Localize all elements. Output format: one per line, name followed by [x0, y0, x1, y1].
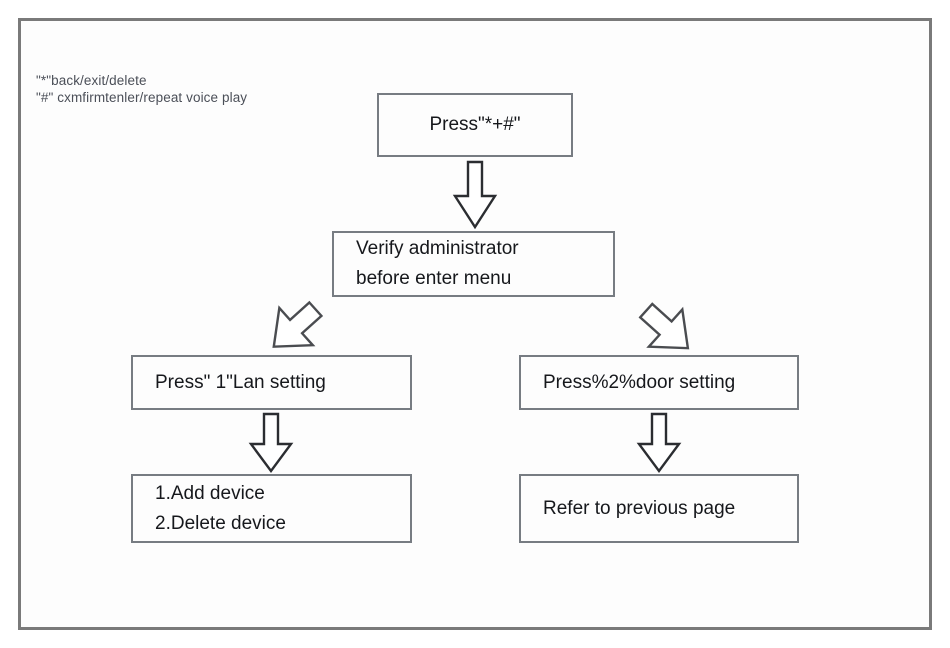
node-verify-administrator-line2: before enter menu [356, 268, 512, 289]
legend-line-star: "*"back/exit/delete [36, 73, 147, 88]
node-press-star-hash-label: Press"*+#" [429, 114, 521, 135]
legend-annotation: "*"back/exit/delete "#" cxmfirmtenler/re… [36, 72, 247, 106]
node-refer-previous-page-label: Refer to previous page [543, 497, 736, 519]
node-door-setting[interactable]: Press%2%door setting [519, 355, 799, 410]
arrow-down-icon [452, 160, 498, 230]
arrow-down-left-icon [256, 297, 336, 359]
node-device-options-line2: 2.Delete device [155, 512, 286, 534]
node-device-options[interactable]: 1.Add device 2.Delete device [131, 474, 412, 543]
node-lan-setting-label: Press" 1"Lan setting [155, 371, 326, 393]
arrow-down-icon [248, 412, 294, 474]
arrow-down-icon [636, 412, 682, 474]
node-door-setting-label: Press%2%door setting [543, 371, 736, 393]
node-press-star-hash[interactable]: Press"*+#" [377, 93, 573, 157]
node-verify-administrator[interactable]: Verify administrator before enter menu [332, 231, 615, 297]
legend-line-hash: "#" cxmfirmtenler/repeat voice play [36, 90, 248, 105]
node-verify-administrator-line1: Verify administrator [356, 238, 519, 259]
node-lan-setting[interactable]: Press" 1"Lan setting [131, 355, 412, 410]
node-device-options-line1: 1.Add device [155, 482, 265, 504]
node-refer-previous-page[interactable]: Refer to previous page [519, 474, 799, 543]
arrow-down-right-icon [627, 297, 707, 359]
